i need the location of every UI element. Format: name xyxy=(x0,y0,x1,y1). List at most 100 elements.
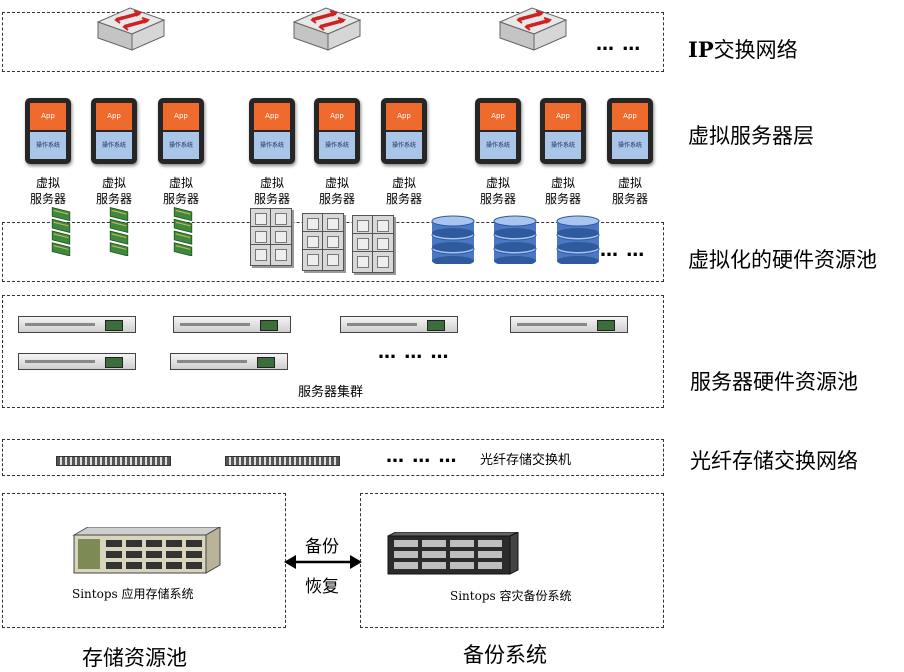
storage-system-label: Sintops 应用存储系统 xyxy=(72,587,194,601)
virtual-server-caption: 虚拟服务器 xyxy=(533,175,593,207)
cpu-chip-icon xyxy=(322,249,344,271)
app-block: App xyxy=(319,103,355,130)
os-block: 操作系统 xyxy=(480,132,516,159)
layer-label-ip-network: IP交换网络 xyxy=(688,34,798,64)
backup-array-icon xyxy=(387,532,519,575)
rack-server-icon xyxy=(340,316,458,333)
network-switch-icon xyxy=(292,7,362,51)
layer-label-fc: 光纤存储交换网络 xyxy=(690,449,858,473)
caption-line: 虚拟 xyxy=(391,176,416,190)
caption-line: 服务器 xyxy=(611,192,648,206)
app-block: App xyxy=(30,103,66,130)
backup-arrow-label: 备份 xyxy=(305,537,339,557)
layer-label-server-hw: 服务器硬件资源池 xyxy=(690,370,858,394)
ellipsis: … … … xyxy=(378,342,450,363)
layer-label-virtual-hw: 虚拟化的硬件资源池 xyxy=(688,248,877,272)
virtual-server-caption: 虚拟服务器 xyxy=(18,175,78,207)
memory-module-icon xyxy=(51,206,71,256)
database-disk-icon xyxy=(493,215,537,264)
app-block: App xyxy=(163,103,199,130)
app-block: App xyxy=(480,103,516,130)
caption-line: 服务器 xyxy=(95,192,132,206)
fc-switch-icon xyxy=(56,456,171,466)
os-block: 操作系统 xyxy=(96,132,132,159)
cpu-chip-icon xyxy=(302,249,324,271)
network-switch-icon xyxy=(96,7,166,51)
caption-line: 服务器 xyxy=(385,192,422,206)
rack-server-icon xyxy=(173,316,291,333)
os-block: 操作系统 xyxy=(386,132,422,159)
backup-system-title: 备份系统 xyxy=(463,643,547,667)
cpu-chip-icon xyxy=(270,244,292,266)
virtual-server-caption: 虚拟服务器 xyxy=(374,175,434,207)
caption-line: 服务器 xyxy=(29,192,66,206)
restore-arrow-label: 恢复 xyxy=(305,577,339,597)
caption-line: 虚拟 xyxy=(617,176,642,190)
fc-switch-label: 光纤存储交换机 xyxy=(480,453,572,468)
caption-line: 服务器 xyxy=(162,192,199,206)
cpu-chip-icon xyxy=(322,231,344,253)
caption-line: 虚拟 xyxy=(324,176,349,190)
cpu-chip-icon xyxy=(372,251,394,273)
caption-line: 服务器 xyxy=(253,192,290,206)
caption-line: 虚拟 xyxy=(259,176,284,190)
virtual-server-caption: 虚拟服务器 xyxy=(600,175,660,207)
storage-array-icon xyxy=(72,527,222,574)
cpu-chip-icon xyxy=(270,226,292,248)
cpu-chip-icon xyxy=(270,208,292,230)
memory-module-icon xyxy=(173,206,193,256)
caption-line: 虚拟 xyxy=(550,176,575,190)
fc-switch-icon xyxy=(225,456,340,466)
rack-server-icon xyxy=(170,353,288,370)
cpu-chip-icon xyxy=(250,244,272,266)
storage-pool-title: 存储资源池 xyxy=(82,646,187,670)
fc-network-box xyxy=(2,439,664,476)
backup-system-label: Sintops 容灾备份系统 xyxy=(450,589,572,603)
caption-line: 虚拟 xyxy=(168,176,193,190)
caption-line: 虚拟 xyxy=(485,176,510,190)
app-block: App xyxy=(545,103,581,130)
ellipsis: … … … xyxy=(386,446,458,467)
virtual-server-caption: 虚拟服务器 xyxy=(468,175,528,207)
os-block: 操作系统 xyxy=(319,132,355,159)
caption-line: 虚拟 xyxy=(35,176,60,190)
rack-server-icon xyxy=(18,353,136,370)
os-block: 操作系统 xyxy=(30,132,66,159)
os-block: 操作系统 xyxy=(163,132,199,159)
ellipsis: … … xyxy=(596,34,642,55)
backup-system-box xyxy=(360,493,664,628)
database-disk-icon xyxy=(556,215,600,264)
server-hw-box xyxy=(2,295,664,408)
cpu-chip-icon xyxy=(352,215,374,237)
caption-line: 服务器 xyxy=(318,192,355,206)
app-block: App xyxy=(386,103,422,130)
caption-line: 服务器 xyxy=(544,192,581,206)
virtual-server-caption: 虚拟服务器 xyxy=(151,175,211,207)
rack-server-icon xyxy=(510,316,628,333)
layer-label-text: IP交换网络 xyxy=(688,37,798,62)
caption-line: 虚拟 xyxy=(101,176,126,190)
cpu-chip-icon xyxy=(302,231,324,253)
database-disk-icon xyxy=(431,215,475,264)
virtual-server-caption: 虚拟服务器 xyxy=(84,175,144,207)
memory-module-icon xyxy=(109,206,129,256)
rack-server-icon xyxy=(18,316,136,333)
os-block: 操作系统 xyxy=(612,132,648,159)
app-block: App xyxy=(254,103,290,130)
caption-line: 服务器 xyxy=(479,192,516,206)
ip-prefix: IP xyxy=(688,37,714,62)
app-block: App xyxy=(96,103,132,130)
virtual-server-caption: 虚拟服务器 xyxy=(307,175,367,207)
server-cluster-label: 服务器集群 xyxy=(298,385,364,400)
network-switch-icon xyxy=(498,7,568,51)
virtual-server-caption: 虚拟服务器 xyxy=(242,175,302,207)
cpu-chip-icon xyxy=(352,251,374,273)
